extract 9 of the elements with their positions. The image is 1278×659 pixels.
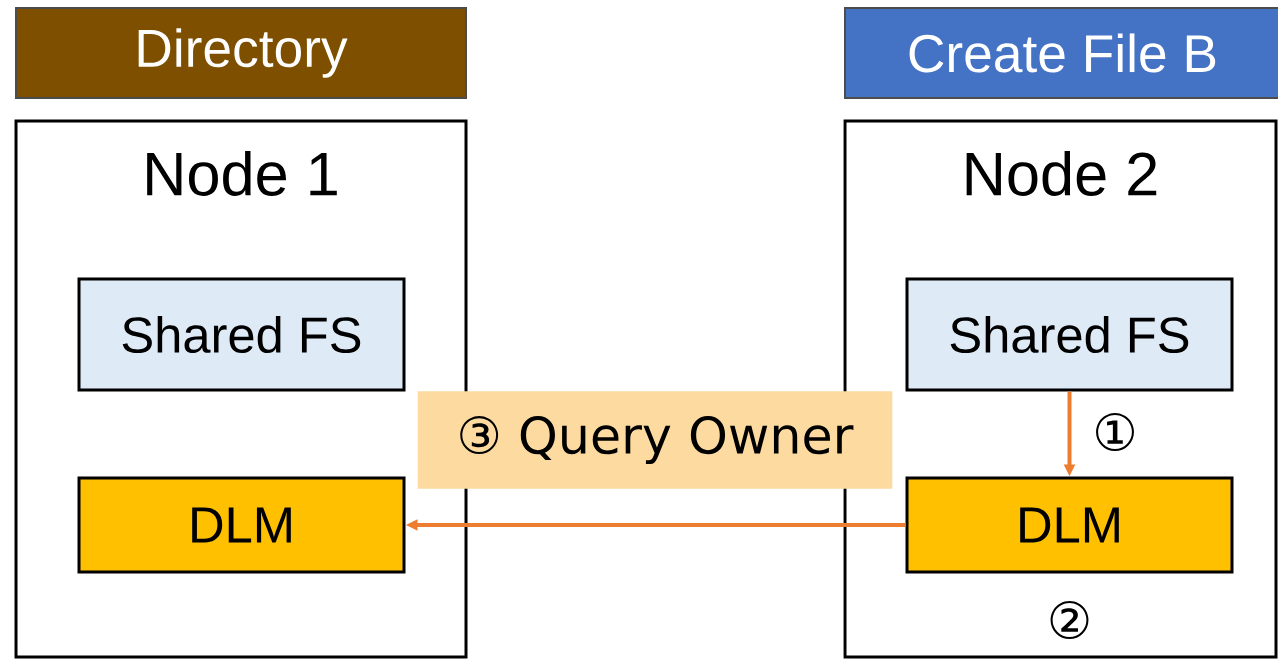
step-number: ② xyxy=(1050,601,1089,639)
header-bar: Create File B xyxy=(844,7,1278,99)
edge-label: ③ Query Owner xyxy=(417,391,893,489)
header-bar: Directory xyxy=(15,7,467,99)
component-box: DLM xyxy=(905,476,1234,574)
component-box: DLM xyxy=(77,476,406,574)
edge-label: ① xyxy=(1096,413,1134,451)
component-box: Shared FS xyxy=(905,277,1234,392)
component-box: Shared FS xyxy=(77,277,406,392)
